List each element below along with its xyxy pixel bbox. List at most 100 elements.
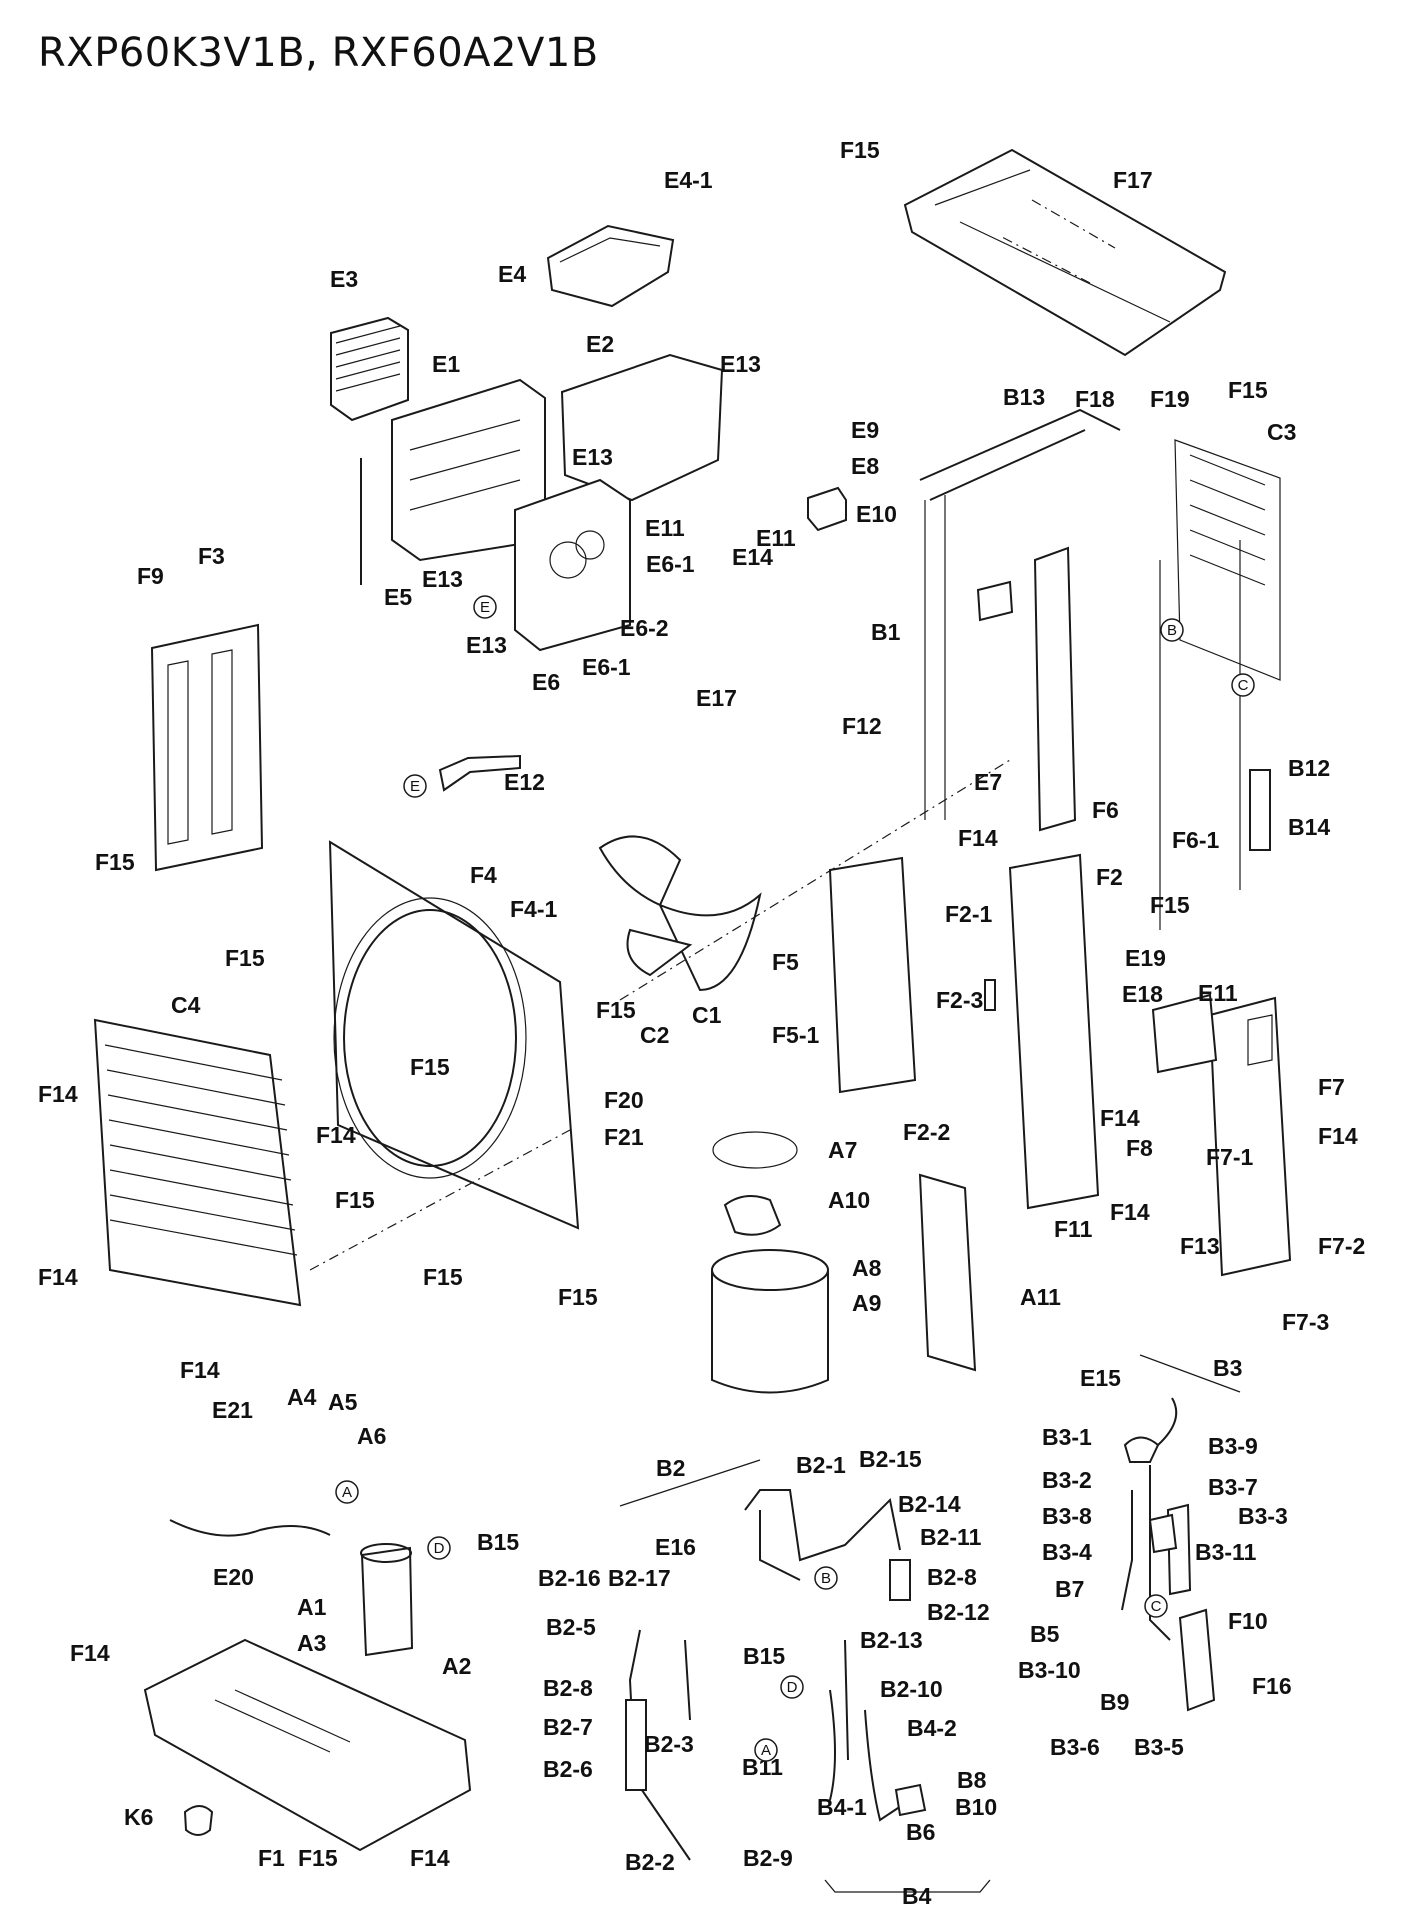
part-label: F2 <box>1096 864 1123 890</box>
part-label: B2-6 <box>543 1756 593 1782</box>
part-label: F9 <box>137 563 164 589</box>
part-label: F15 <box>596 997 636 1023</box>
part-label: B3-1 <box>1042 1424 1092 1450</box>
part-label: F4-1 <box>510 896 558 922</box>
part-label: F14 <box>38 1081 78 1107</box>
page-title: RXP60K3V1B, RXF60A2V1B <box>38 30 599 76</box>
heat-exchanger-assembly <box>919 408 1281 930</box>
part-label: E8 <box>851 453 879 479</box>
part-label: F7-1 <box>1206 1144 1254 1170</box>
part-label: B2-11 <box>920 1524 982 1550</box>
connection-marker: E <box>403 774 427 798</box>
part-label: E13 <box>720 351 761 377</box>
part-label: B2-17 <box>608 1565 671 1591</box>
part-label: F14 <box>1110 1199 1150 1225</box>
part-label: F1 <box>258 1845 285 1871</box>
part-label: C3 <box>1267 419 1296 445</box>
part-label: F15 <box>95 849 135 875</box>
part-label: F11 <box>1054 1216 1093 1242</box>
part-label: F6 <box>1092 797 1119 823</box>
part-label: F7 <box>1318 1074 1345 1100</box>
part-label: B2-1 <box>796 1452 846 1478</box>
part-label: B2-5 <box>546 1614 596 1640</box>
control-box-parts <box>330 224 847 792</box>
part-label: F14 <box>410 1845 450 1871</box>
part-label: B3-11 <box>1195 1539 1257 1565</box>
part-label: B1 <box>871 619 901 645</box>
part-label: E4 <box>498 261 526 287</box>
part-label: B15 <box>743 1643 785 1669</box>
part-label: B4-2 <box>907 1715 957 1741</box>
part-label: E17 <box>696 685 737 711</box>
part-label: E5 <box>384 584 412 610</box>
part-label: A5 <box>328 1389 358 1415</box>
part-label: B3-7 <box>1208 1474 1258 1500</box>
part-label: F15 <box>335 1187 375 1213</box>
part-label: B2-16 <box>538 1565 601 1591</box>
part-label: B7 <box>1055 1576 1084 1602</box>
part-label: B4-1 <box>817 1794 867 1820</box>
part-label: B3-6 <box>1050 1734 1100 1760</box>
svg-text:D: D <box>787 1679 798 1696</box>
part-label: F14 <box>70 1640 110 1666</box>
part-label: E11 <box>1198 980 1238 1006</box>
part-label: F14 <box>180 1357 220 1383</box>
base-plate-and-compressor <box>143 1519 472 1852</box>
part-label: E2 <box>586 331 614 357</box>
part-label: B2-3 <box>644 1731 694 1757</box>
front-grille-c4 <box>93 1018 302 1307</box>
svg-text:E: E <box>410 778 420 795</box>
part-label: E6-1 <box>582 654 631 680</box>
part-label: E10 <box>856 501 897 527</box>
part-label: B2-8 <box>543 1675 593 1701</box>
part-label: F14 <box>1318 1123 1358 1149</box>
part-label: F14 <box>1100 1105 1140 1131</box>
part-label: A11 <box>1020 1284 1061 1310</box>
part-label: E3 <box>330 266 358 292</box>
part-label: A8 <box>852 1255 882 1281</box>
part-label: B2-2 <box>625 1849 675 1875</box>
part-label: F12 <box>842 713 882 739</box>
propeller-fan-c1 <box>598 835 762 992</box>
part-label: B3-2 <box>1042 1467 1092 1493</box>
part-label: E7 <box>974 769 1002 795</box>
part-label: F5 <box>772 949 799 975</box>
part-label: E13 <box>466 632 507 658</box>
part-label: E18 <box>1122 981 1163 1007</box>
part-label: F3 <box>198 543 225 569</box>
part-label: E15 <box>1080 1365 1121 1391</box>
part-label: B2-14 <box>898 1491 961 1517</box>
part-label: B14 <box>1288 814 1330 840</box>
part-label: K6 <box>124 1804 153 1830</box>
part-label: A1 <box>297 1594 327 1620</box>
part-label: B3-10 <box>1018 1657 1081 1683</box>
part-label: C1 <box>692 1002 722 1028</box>
part-label: F15 <box>410 1054 450 1080</box>
part-label: B3-9 <box>1208 1433 1258 1459</box>
top-cover-f17 <box>903 148 1227 357</box>
part-label: B2 <box>656 1455 685 1481</box>
part-label: F14 <box>316 1122 356 1148</box>
part-label: F15 <box>1228 377 1268 403</box>
part-label: E21 <box>212 1397 253 1423</box>
part-label: F15 <box>1150 892 1190 918</box>
part-label: B10 <box>955 1794 997 1820</box>
bracket-lines <box>619 1354 1241 1893</box>
part-label: E20 <box>213 1564 254 1590</box>
dash-leaders <box>309 759 1011 1271</box>
part-label: F4 <box>470 862 497 888</box>
connection-marker: B <box>814 1566 838 1590</box>
part-label: F16 <box>1252 1673 1292 1699</box>
part-label: F6-1 <box>1172 827 1220 853</box>
connection-marker: A <box>754 1738 778 1762</box>
part-label: F2-3 <box>936 987 983 1013</box>
connection-marker: C <box>1231 673 1255 697</box>
svg-text:C: C <box>1151 1598 1162 1615</box>
part-label: F14 <box>38 1264 78 1290</box>
part-label: E11 <box>756 525 796 551</box>
part-label: B6 <box>906 1819 935 1845</box>
part-label: B2-7 <box>543 1714 593 1740</box>
part-label: B2-12 <box>927 1599 990 1625</box>
part-label: B12 <box>1288 755 1330 781</box>
